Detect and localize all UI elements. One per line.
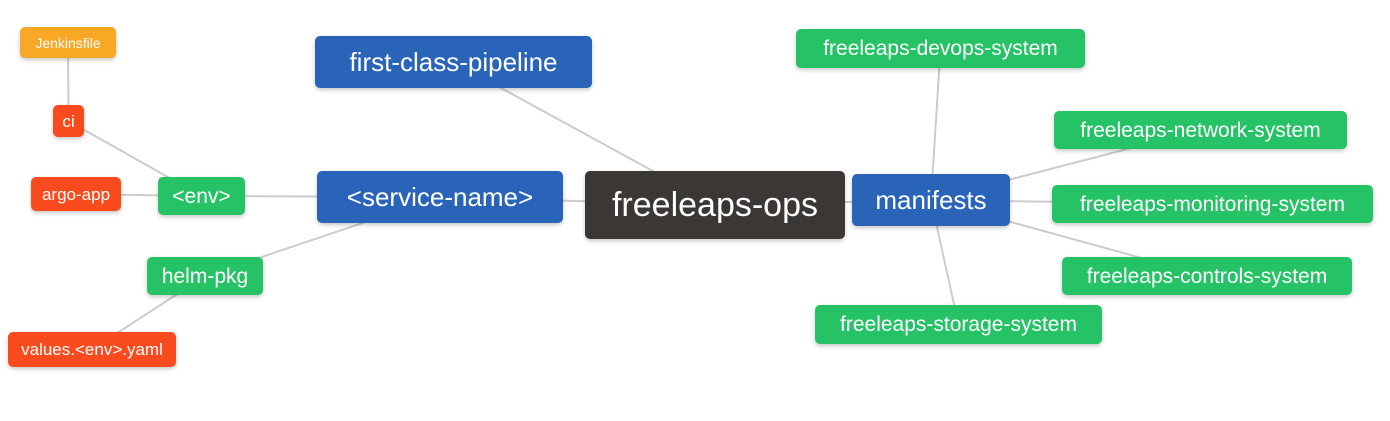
node-jenkinsfile[interactable]: Jenkinsfile bbox=[20, 27, 116, 58]
node-freeleaps-ops-root[interactable]: freeleaps-ops bbox=[585, 171, 845, 239]
node-ci[interactable]: ci bbox=[53, 105, 84, 137]
node-helm-pkg[interactable]: helm-pkg bbox=[147, 257, 263, 295]
node-freeleaps-devops-system[interactable]: freeleaps-devops-system bbox=[796, 29, 1085, 68]
node-service-name[interactable]: <service-name> bbox=[317, 171, 563, 223]
node-freeleaps-storage-system[interactable]: freeleaps-storage-system bbox=[815, 305, 1102, 344]
node-argo-app[interactable]: argo-app bbox=[31, 177, 121, 211]
node-env[interactable]: <env> bbox=[158, 177, 245, 215]
node-values-env-yaml[interactable]: values.<env>.yaml bbox=[8, 332, 176, 367]
node-manifests[interactable]: manifests bbox=[852, 174, 1010, 226]
node-freeleaps-network-system[interactable]: freeleaps-network-system bbox=[1054, 111, 1347, 149]
node-freeleaps-controls-system[interactable]: freeleaps-controls-system bbox=[1062, 257, 1352, 295]
node-freeleaps-monitoring-system[interactable]: freeleaps-monitoring-system bbox=[1052, 185, 1373, 223]
node-first-class-pipeline[interactable]: first-class-pipeline bbox=[315, 36, 592, 88]
